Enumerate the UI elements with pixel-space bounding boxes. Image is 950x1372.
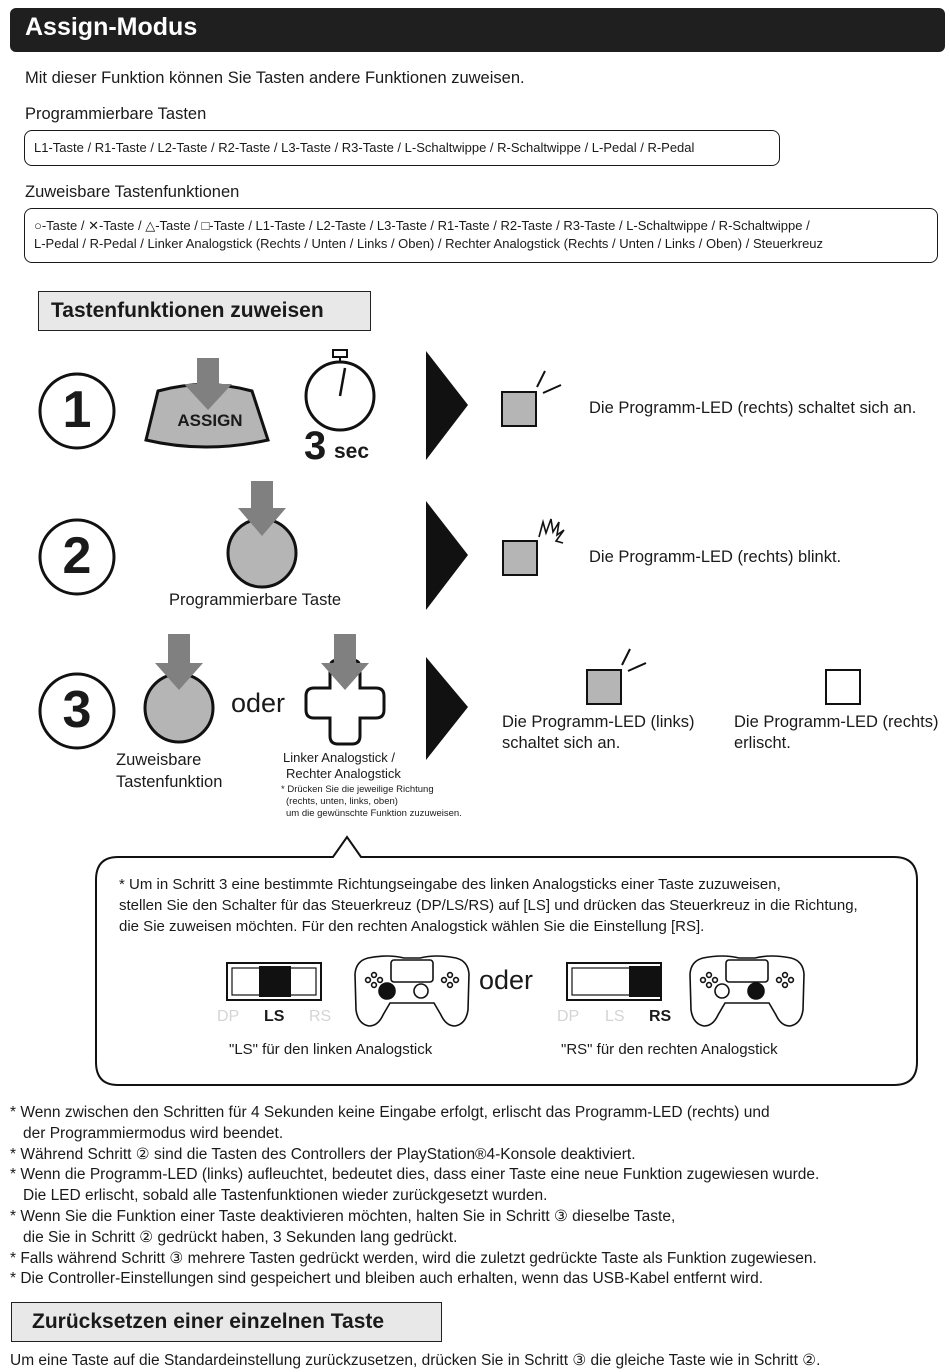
- callout-left-caption: "LS" für den linken Analogstick: [229, 1041, 433, 1058]
- note-line: der Programmiermodus wird beendet.: [23, 1124, 284, 1142]
- callout-right-caption: "RS" für den rechten Analogstick: [561, 1041, 778, 1058]
- switch-left-label-rs: RS: [309, 1008, 332, 1025]
- assignable-keys-line-1: ○-Taste / ✕-Taste / △-Taste / □-Taste / …: [34, 218, 810, 233]
- step-2-number: 2: [62, 527, 92, 585]
- press-arrow-icon-4: [321, 634, 369, 690]
- switch-left-label-dp: DP: [217, 1008, 240, 1025]
- step-3-or-word: oder: [231, 688, 286, 718]
- assignable-label: Zuweisbare Tastenfunktionen: [25, 183, 240, 201]
- step-1-result: Die Programm-LED (rechts) schaltet sich …: [589, 399, 917, 417]
- controller-icon-left: [354, 955, 470, 1027]
- programmable-label: Programmierbare Tasten: [25, 105, 207, 123]
- press-arrow-icon-2: [238, 481, 286, 536]
- step-3-left-caption-2: Tastenfunktion: [116, 773, 223, 791]
- switch-right-label-dp: DP: [557, 1008, 580, 1025]
- note-line: * Wenn die Programm-LED (links) aufleuch…: [10, 1166, 820, 1184]
- dpad-icon: [304, 658, 386, 746]
- step-2-button-caption: Programmierbare Taste: [169, 591, 342, 609]
- callout-line-1: * Um in Schritt 3 eine bestimmte Richtun…: [119, 876, 781, 893]
- step-3-arrow: [426, 657, 468, 760]
- step-3-result-right-1: Die Programm-LED (rechts): [734, 713, 939, 731]
- step-3-footnote-3: um die gewünschte Funktion zuzuweisen.: [286, 808, 462, 819]
- step-3-result-right-2: erlischt.: [734, 734, 791, 752]
- step-3-left-caption-1: Zuweisbare: [116, 751, 202, 769]
- note-line: * Wenn Sie die Funktion einer Taste deak…: [10, 1207, 676, 1225]
- page-title: Assign-Modus: [25, 13, 198, 41]
- callout-line-3: die Sie zuweisen möchten. Für den rechte…: [119, 918, 705, 935]
- step-3-right-caption-2: Rechter Analogstick: [286, 766, 401, 781]
- step-2-arrow: [426, 501, 468, 610]
- programmable-keys-box: L1-Taste / R1-Taste / L2-Taste / R2-Tast…: [24, 130, 780, 166]
- assign-button-label: ASSIGN: [177, 411, 243, 430]
- section-heading-reset: Zurücksetzen einer einzelnen Taste: [11, 1302, 442, 1342]
- note-line: * Wenn zwischen den Schritten für 4 Seku…: [10, 1104, 770, 1121]
- step-1-circle: [38, 372, 116, 450]
- step-3-right-caption-1: Linker Analogstick /: [283, 750, 396, 765]
- step-3-result-left-2: schaltet sich an.: [502, 734, 621, 752]
- notes-list: * Wenn zwischen den Schritten für 4 Seku…: [10, 1103, 945, 1290]
- assignable-keys-box: ○-Taste / ✕-Taste / △-Taste / □-Taste / …: [24, 208, 938, 263]
- press-arrow-icon-3: [155, 634, 203, 690]
- section-heading-assign: Tastenfunktionen zuweisen: [38, 291, 371, 331]
- step-2-result: Die Programm-LED (rechts) blinkt.: [589, 548, 842, 566]
- controller-icon-right: [689, 955, 805, 1027]
- step-3-footnote-2: (rechts, unten, links, oben): [286, 796, 398, 807]
- callout-or-word: oder: [479, 965, 534, 995]
- switch-right-label-ls: LS: [605, 1008, 625, 1025]
- switch-left-label-ls: LS: [264, 1008, 285, 1025]
- note-line: * Falls während Schritt ③ mehrere Tasten…: [10, 1249, 817, 1267]
- assignable-keys-line-2: L-Pedal / R-Pedal / Linker Analogstick (…: [34, 236, 824, 251]
- programmable-keys-text: L1-Taste / R1-Taste / L2-Taste / R2-Tast…: [34, 140, 695, 155]
- step-3-number: 3: [62, 681, 92, 739]
- step-3-result-left-1: Die Programm-LED (links): [502, 713, 695, 731]
- switch-ls-icon: [226, 962, 322, 1001]
- press-arrow-icon-1: [184, 358, 232, 410]
- timer-unit: sec: [334, 440, 370, 463]
- note-line: die Sie in Schritt ② gedrückt haben, 3 S…: [23, 1228, 458, 1246]
- callout-text: * Um in Schritt 3 eine bestimmte Richtun…: [119, 874, 858, 937]
- led-blink-icon: [502, 518, 565, 576]
- led-on-icon-3: [586, 648, 647, 705]
- step-1-number: 1: [62, 381, 92, 439]
- note-line: * Die Controller-Einstellungen sind gesp…: [10, 1270, 764, 1288]
- step-3-circle: [38, 672, 116, 750]
- stopwatch-icon: [304, 349, 376, 432]
- step-2-circle: [38, 518, 116, 596]
- intro-text: Mit dieser Funktion können Sie Tasten an…: [25, 69, 525, 87]
- switch-right-label-rs: RS: [649, 1008, 672, 1025]
- led-off-icon: [825, 669, 861, 705]
- step-1-arrow: [426, 351, 468, 460]
- switch-rs-icon: [566, 962, 662, 1001]
- reset-text: Um eine Taste auf die Standardeinstellun…: [10, 1352, 821, 1369]
- led-on-icon-1: [501, 370, 562, 427]
- callout-line-2: stellen Sie den Schalter für das Steuerk…: [119, 897, 858, 914]
- header-bar: [10, 8, 945, 52]
- note-line: Die LED erlischt, sobald alle Tastenfunk…: [23, 1187, 548, 1205]
- note-line: * Während Schritt ② sind die Tasten des …: [10, 1145, 636, 1163]
- timer-value: 3: [304, 424, 327, 468]
- step-3-footnote-1: * Drücken Sie die jeweilige Richtung: [281, 784, 434, 795]
